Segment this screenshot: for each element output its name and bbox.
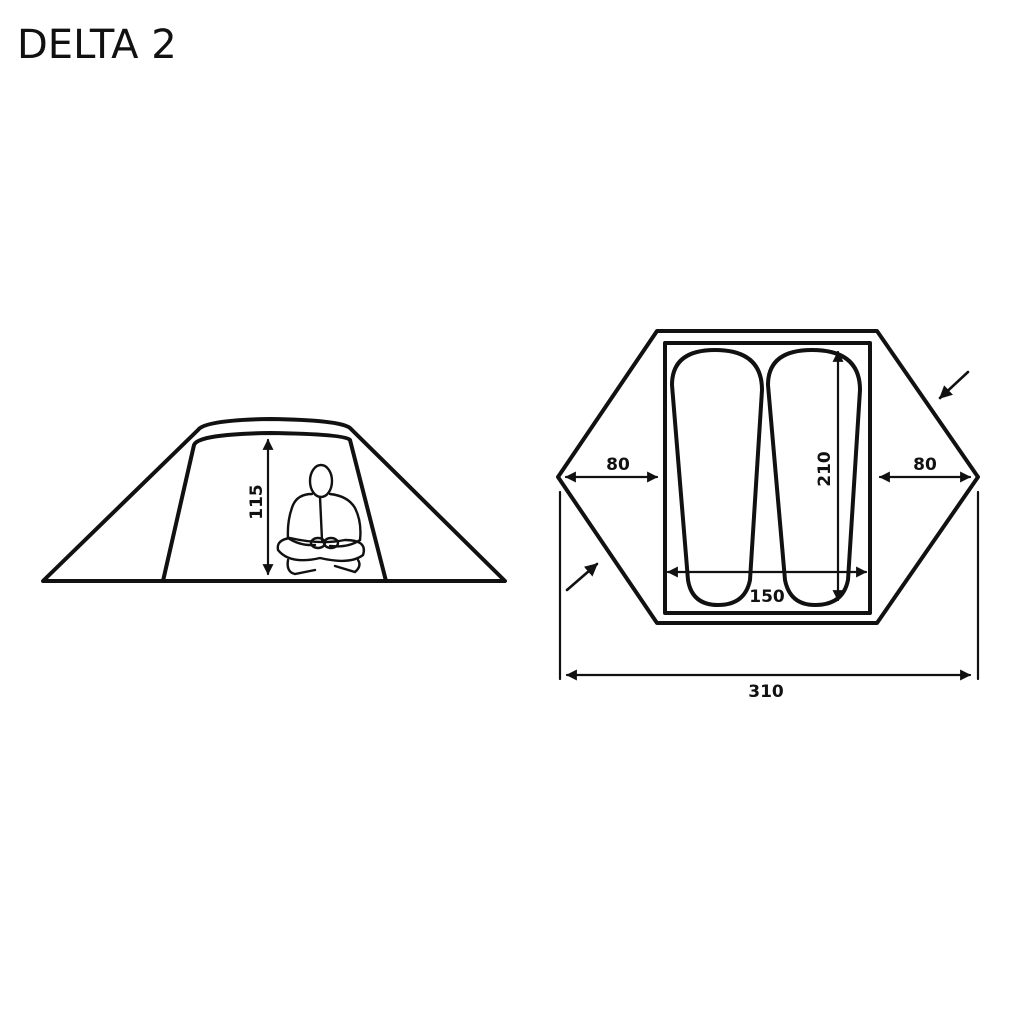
inner-length-label: 210 bbox=[815, 451, 835, 487]
outer-fly-outline bbox=[41, 417, 507, 583]
seated-person-icon bbox=[276, 463, 366, 576]
vestibule-left-label: 80 bbox=[606, 455, 630, 475]
entrance-arrow-right-icon bbox=[938, 370, 970, 400]
vestibule-right-label: 80 bbox=[913, 455, 937, 475]
fly-outline-hexagon bbox=[556, 329, 980, 625]
total-length-label: 310 bbox=[748, 682, 784, 702]
height-label: 115 bbox=[247, 484, 267, 520]
inner-width-label: 150 bbox=[749, 587, 785, 607]
tent-floor-plan: 210 150 80 80 310 bbox=[556, 329, 980, 702]
product-title: DELTA 2 bbox=[17, 22, 177, 68]
door-opening bbox=[161, 431, 388, 583]
sleeping-bag-left bbox=[670, 348, 764, 607]
sleeping-bag-right bbox=[766, 348, 862, 607]
tent-side-view: 115 bbox=[41, 417, 507, 583]
inner-tent-outline bbox=[663, 341, 872, 615]
entrance-arrow-left-icon bbox=[565, 562, 599, 592]
